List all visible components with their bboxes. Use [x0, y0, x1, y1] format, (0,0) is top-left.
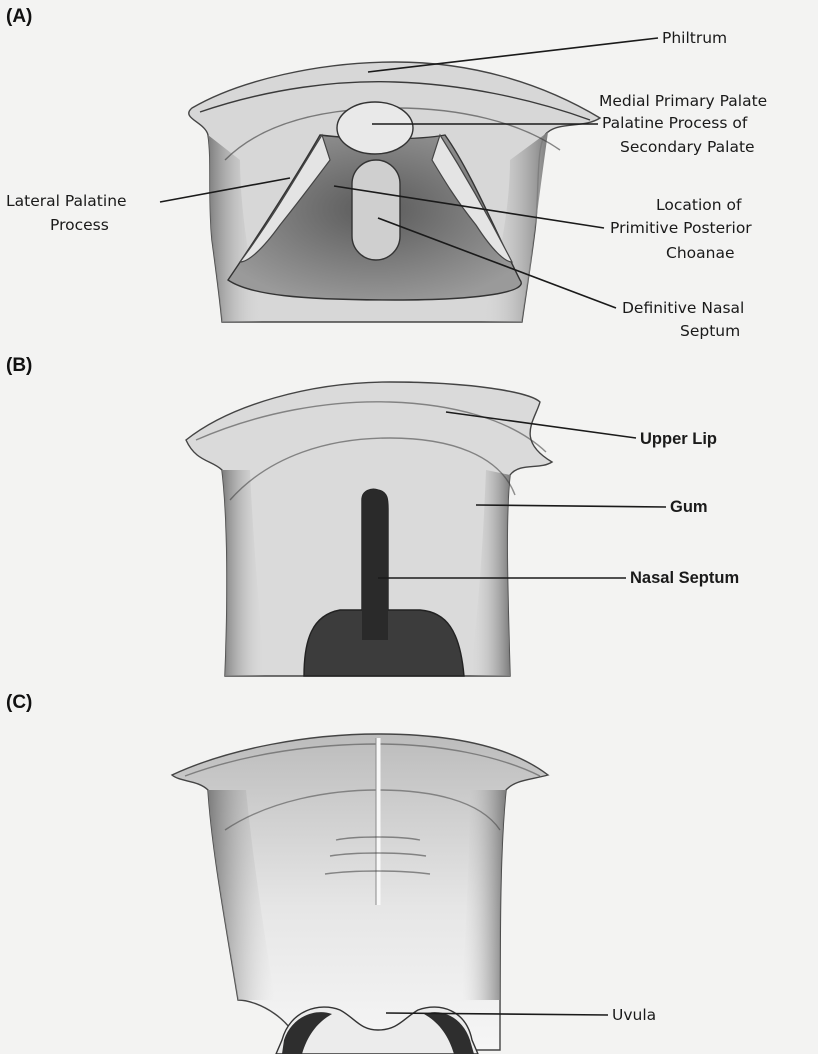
label-philtrum: Philtrum	[662, 29, 727, 47]
panel-c: (C) Uvula	[6, 692, 656, 1054]
label-palatine-process-1: Palatine Process of	[602, 114, 748, 132]
leader-philtrum	[368, 38, 658, 72]
label-location-1: Location of	[656, 196, 742, 214]
label-definitive-2: Septum	[680, 322, 740, 340]
medial-primary-palate	[337, 102, 413, 154]
panel-a-letter: (A)	[6, 6, 32, 27]
label-location-3: Choanae	[666, 244, 735, 262]
panel-b-nasal-septum	[362, 489, 388, 640]
label-lateral-palatine-1: Lateral Palatine	[6, 192, 127, 210]
label-upper-lip: Upper Lip	[640, 430, 717, 448]
label-medial-primary-palate: Medial Primary Palate	[599, 92, 767, 110]
label-gum: Gum	[670, 498, 708, 516]
label-location-2: Primitive Posterior	[610, 219, 752, 237]
panel-a: (A) Philtrum Medial Primary Palate Palat…	[6, 6, 767, 340]
label-definitive-1: Definitive Nasal	[622, 299, 744, 317]
definitive-nasal-septum	[352, 160, 400, 260]
label-lateral-palatine-2: Process	[50, 216, 109, 234]
label-uvula: Uvula	[612, 1006, 656, 1024]
panel-b: (B) Upper Lip Gum Nasal Septum	[6, 355, 739, 676]
label-nasal-septum: Nasal Septum	[630, 569, 739, 587]
label-palatine-process-2: Secondary Palate	[620, 138, 755, 156]
panel-b-letter: (B)	[6, 355, 32, 376]
panel-c-letter: (C)	[6, 692, 32, 713]
